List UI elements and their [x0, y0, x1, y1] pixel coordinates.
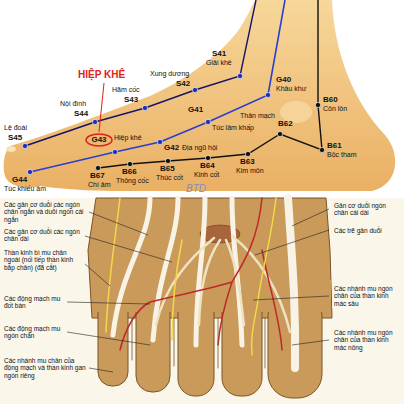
circled-point: G43 [85, 133, 113, 147]
acupoint [95, 165, 100, 170]
anatomy-label: Các nhánh mu chân của động mạch và thần … [2, 356, 88, 380]
point-code: S44 [74, 110, 88, 118]
toe-gap [132, 318, 265, 368]
acupoint [142, 105, 147, 110]
point-name: Thúc cốt [156, 174, 183, 181]
point-name: Kinh cốt [194, 171, 219, 178]
acupoint [157, 139, 162, 144]
point-name: Chí âm [88, 181, 111, 188]
foot-shape [4, 0, 396, 191]
acupoint [245, 151, 250, 156]
acupoint [265, 92, 270, 97]
watermark: BTD [186, 184, 206, 194]
point-name: Nội đình [60, 100, 86, 107]
anatomy-label: Các động mạch mu đốt bàn [2, 294, 66, 311]
point-code: S41 [212, 50, 226, 58]
point-code: B66 [122, 168, 137, 176]
gallbladder-meridian [30, 0, 285, 172]
anatomy-label: Thần kinh bì mu chân ngoài (nối tiếp thầ… [2, 248, 84, 272]
bladder-meridian [98, 0, 322, 168]
acupoint [205, 155, 210, 160]
acupoint [192, 87, 197, 92]
anatomy-label: Gân cơ duỗi ngón chân cái dài [332, 201, 400, 218]
artery [120, 198, 282, 350]
anatomy-label: Các nhánh mu ngón chân của thần kinh mác… [332, 328, 400, 352]
leader-lines [67, 209, 329, 372]
point-code: G43 [85, 136, 113, 144]
point-code: B60 [323, 96, 338, 104]
meridian-lines [25, 0, 322, 172]
point-code: S42 [176, 80, 190, 88]
foot-side-view [4, 0, 396, 191]
anatomy-label: Các gân cơ duỗi các ngón chân dài [2, 227, 84, 244]
acupoint [22, 143, 27, 148]
toenail [6, 146, 16, 152]
acupoint [315, 102, 320, 107]
point-name: Túc lâm khấp [212, 124, 254, 131]
point-name: Khâu khư [276, 85, 306, 92]
point-code: G44 [12, 176, 27, 184]
leader-line [85, 264, 110, 286]
acupoint [92, 119, 97, 124]
leader-line [67, 332, 150, 345]
point-code: G42 [164, 144, 179, 152]
tendon [113, 198, 150, 335]
acupoint [165, 158, 170, 163]
point-name: Côn lôn [323, 105, 347, 112]
point-code: B62 [278, 120, 293, 128]
acupoint-dots [22, 73, 324, 174]
leader-line [292, 209, 329, 226]
ellipse-outline [86, 134, 112, 146]
point-name: Túc khiếu âm [4, 185, 46, 192]
acupoint [237, 73, 242, 78]
anatomy-label: Các nhánh mu ngón chân của thần kinh mác… [332, 284, 400, 308]
stomach-meridian [25, 0, 256, 146]
leader-line [292, 340, 329, 345]
acupoint [205, 119, 210, 124]
acupoint [127, 161, 132, 166]
point-name: Xung dương [150, 70, 189, 77]
point-code: B64 [200, 162, 215, 170]
leader-line [89, 212, 148, 235]
tendon [196, 198, 205, 345]
nerve [106, 198, 276, 355]
dorsal-anatomy [0, 198, 404, 404]
leader-line [99, 83, 104, 132]
point-name: Địa ngũ hội [182, 144, 217, 151]
point-code: B67 [90, 172, 105, 180]
point-code: S45 [8, 134, 22, 142]
point-code: B61 [327, 142, 342, 150]
point-name: Lệ đoài [4, 124, 27, 131]
short-tendon [156, 238, 214, 325]
point-name: Bộc tham [327, 151, 357, 158]
point-code: B65 [160, 165, 175, 173]
anatomy-label: Các động mạch mu ngón chân [2, 324, 66, 341]
acupoint [27, 169, 32, 174]
leader-line [253, 296, 329, 300]
point-name: Hãm cốc [112, 86, 140, 93]
point-name: Giải khê [206, 59, 232, 66]
acupoint [277, 131, 282, 136]
point-name: Kim môn [236, 167, 264, 174]
callout-title: HIỆP KHÊ [78, 70, 125, 80]
point-code: B63 [240, 158, 255, 166]
point-code: S43 [124, 96, 138, 104]
acupoint [112, 149, 117, 154]
point-name: Hiệp khê [114, 134, 142, 141]
acupoint [319, 147, 324, 152]
leader-line [89, 368, 113, 372]
tendon [288, 198, 295, 368]
point-name: Thông cốc [116, 177, 149, 184]
anatomy-ground [0, 198, 404, 404]
leader-line [85, 236, 172, 262]
leader-line [255, 230, 329, 255]
short-tendon [199, 240, 220, 325]
anatomy-label: Các gân cơ duỗi các ngón chân ngắn và du… [2, 200, 88, 224]
leader-line [67, 302, 150, 304]
point-code: G40 [276, 76, 291, 84]
point-code: G41 [188, 106, 203, 114]
anatomy-label: Các trẽ gân duỗi [332, 226, 400, 235]
point-name: Thân mạch [240, 112, 275, 119]
